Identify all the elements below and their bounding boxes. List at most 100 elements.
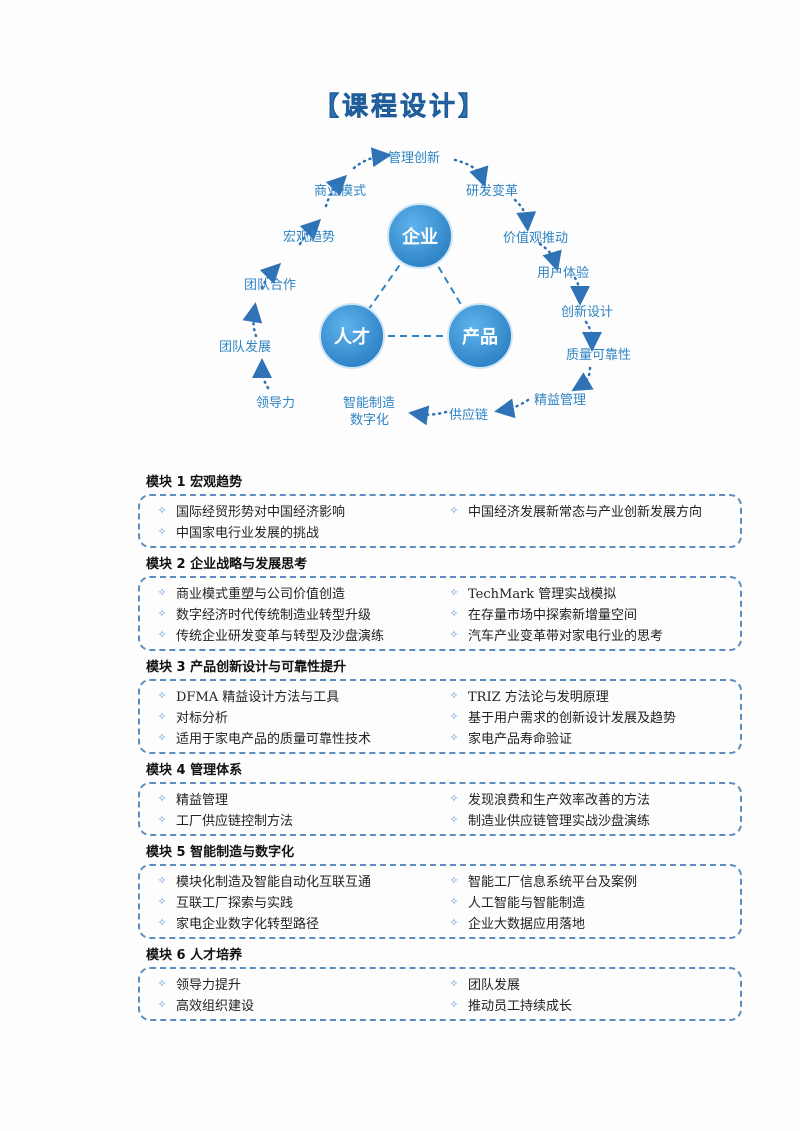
- arrow-2: [513, 198, 537, 232]
- arrow-11: [259, 262, 282, 290]
- star-bullet-icon: ✧: [449, 628, 459, 641]
- list-item: ✧中国家电行业发展的挑战: [148, 521, 440, 542]
- star-bullet-icon: ✧: [157, 525, 167, 538]
- module-section: 模块 2 企业战略与发展思考✧商业模式重塑与公司价值创造✧TechMark 管理…: [138, 554, 742, 651]
- module-box: ✧模块化制造及智能自动化互联互通✧智能工厂信息系统平台及案例✧互联工厂探索与实践…: [138, 864, 742, 939]
- star-bullet-icon: ✧: [157, 895, 167, 908]
- node-product-label: 产品: [462, 327, 498, 348]
- star-bullet-icon: ✧: [157, 731, 167, 744]
- cycle-label: 创新设计: [561, 305, 614, 320]
- module-section: 模块 5 智能制造与数字化✧模块化制造及智能自动化互联互通✧智能工厂信息系统平台…: [138, 842, 742, 939]
- list-item-text: 智能工厂信息系统平台及案例: [468, 875, 638, 890]
- list-item: ✧ 工厂供应链控制方法: [148, 809, 440, 830]
- list-item: ✧ 在存量市场中探索新增量空间: [440, 603, 732, 624]
- list-item: ✧ 人工智能与智能制造: [440, 891, 732, 912]
- list-item-text: TRIZ 方法论与发明原理: [468, 690, 609, 705]
- star-bullet-icon: ✧: [157, 710, 167, 723]
- module-items: ✧国际经贸形势对中国经济影响✧中国经济发展新常态与产业创新发展方向✧中国家电行业…: [148, 500, 732, 542]
- module-box: ✧国际经贸形势对中国经济影响✧中国经济发展新常态与产业创新发展方向✧中国家电行业…: [138, 494, 742, 548]
- module-title: 模块 2 企业战略与发展思考: [146, 557, 308, 572]
- star-bullet-icon: ✧: [449, 607, 459, 620]
- list-item: ✧团队发展: [440, 973, 732, 994]
- list-item: ✧智能工厂信息系统平台及案例: [440, 870, 732, 891]
- list-item: ✧模块化制造及智能自动化互联互通: [148, 870, 440, 891]
- list-item: ✧数字经济时代传统制造业转型升级: [148, 603, 440, 624]
- list-item-text: 基于用户需求的创新设计发展及趋势: [468, 711, 677, 726]
- module-section: 模块 4 管理体系✧精益管理✧发现浪费和生产效率改善的方法✧工厂供应链控制方法✧…: [138, 760, 742, 836]
- module-section: 模块 3 产品创新设计与可靠性提升✧DFMA 精益设计方法与工具✧TRIZ 方法…: [138, 657, 742, 754]
- cycle-label: 精益管理: [534, 393, 587, 408]
- arrow-10: [242, 302, 263, 338]
- cycle-label: 质量可靠性: [566, 348, 632, 363]
- list-item-text: 中国经济发展新常态与产业创新发展方向: [468, 505, 703, 520]
- cycle-label: 数字化: [350, 413, 390, 428]
- cycle-label: 供应链: [449, 408, 489, 423]
- cycle-label: 管理创新: [388, 151, 441, 166]
- list-item-text: 对标分析: [176, 711, 229, 726]
- star-bullet-icon: ✧: [157, 607, 167, 620]
- module-box: ✧精益管理✧发现浪费和生产效率改善的方法✧工厂供应链控制方法✧制造业供应链管理实…: [138, 782, 742, 836]
- cycle-label: 商业模式: [314, 184, 367, 199]
- star-bullet-icon: ✧: [157, 586, 167, 599]
- node-enterprise-circle: [387, 203, 453, 269]
- star-bullet-icon: ✧: [157, 916, 167, 929]
- list-item: ✧DFMA 精益设计方法与工具: [148, 685, 440, 706]
- list-item-text: 发现浪费和生产效率改善的方法: [468, 793, 651, 808]
- page-title: 【课程设计】: [312, 92, 487, 123]
- module-box: ✧商业模式重塑与公司价值创造✧TechMark 管理实战模拟✧数字经济时代传统制…: [138, 576, 742, 651]
- star-bullet-icon: ✧: [449, 895, 459, 908]
- list-item-text: 商业模式重塑与公司价值创造: [176, 587, 346, 602]
- cycle-label: 用户体验: [537, 266, 590, 281]
- list-item-text: 在存量市场中探索新增量空间: [468, 608, 638, 623]
- list-item-text: 企业大数据应用落地: [468, 917, 586, 932]
- list-item: ✧ 商业模式重塑与公司价值创造: [148, 582, 440, 603]
- star-bullet-icon: ✧: [449, 689, 459, 702]
- star-bullet-icon: ✧: [449, 710, 459, 723]
- module-box: ✧领导力提升✧团队发展✧高效组织建设✧推动员工持续成长: [138, 967, 742, 1021]
- cycle-label: 团队发展: [219, 340, 272, 355]
- list-item: ✧ 传统企业研发变革与转型及沙盘演练: [148, 624, 440, 645]
- list-item-text: 模块化制造及智能自动化互联互通: [176, 875, 372, 890]
- list-item-text: 国际经贸形势对中国经济影响: [176, 505, 346, 520]
- list-item-text: 互联工厂探索与实践: [176, 896, 294, 911]
- list-item-text: 人工智能与智能制造: [468, 896, 586, 911]
- arrow-6: [571, 366, 594, 392]
- list-item: ✧TechMark 管理实战模拟: [440, 582, 732, 603]
- list-item: ✧国际经贸形势对中国经济影响: [148, 500, 440, 521]
- star-bullet-icon: ✧: [157, 628, 167, 641]
- cycle-label: 宏观趋势: [283, 230, 336, 245]
- list-item-text: 精益管理: [176, 793, 229, 808]
- star-bullet-icon: ✧: [157, 689, 167, 702]
- list-item-text: 团队发展: [468, 978, 521, 993]
- star-bullet-icon: ✧: [157, 792, 167, 805]
- module-title: 模块 5 智能制造与数字化: [146, 845, 295, 860]
- list-item-text: 领导力提升: [176, 978, 242, 993]
- module-items: ✧领导力提升✧团队发展✧高效组织建设✧推动员工持续成长: [148, 973, 732, 1015]
- star-bullet-icon: ✧: [157, 977, 167, 990]
- list-item-text: TechMark 管理实战模拟: [468, 587, 617, 602]
- list-item: ✧ 基于用户需求的创新设计发展及趋势: [440, 706, 732, 727]
- arrow-1: [453, 158, 489, 188]
- arrow-12: [298, 218, 322, 246]
- node-enterprise-label: 企业: [402, 227, 438, 248]
- cycle-label: 智能制造: [343, 396, 396, 411]
- list-item-text: 工厂供应链控制方法: [176, 814, 294, 829]
- list-item-text: 制造业供应链管理实战沙盘演练: [468, 814, 651, 829]
- list-item: ✧家电产品寿命验证: [440, 727, 732, 748]
- course-cycle-diagram: 企业 人才 产品 管理创新 研发变革 价值观推动 用户体验 创新设计 质量可靠性…: [0, 140, 800, 440]
- module-items: ✧DFMA 精益设计方法与工具✧TRIZ 方法论与发明原理✧对标分析✧基于用户需…: [148, 685, 732, 748]
- node-product-circle: [447, 303, 513, 369]
- list-item: ✧ TRIZ 方法论与发明原理: [440, 685, 732, 706]
- star-bullet-icon: ✧: [157, 813, 167, 826]
- star-bullet-icon: ✧: [157, 998, 167, 1011]
- star-bullet-icon: ✧: [449, 504, 459, 517]
- arrow-3: [538, 242, 562, 272]
- list-item: ✧ 对标分析: [148, 706, 440, 727]
- list-item-text: 传统企业研发变革与转型及沙盘演练: [176, 629, 385, 644]
- list-item-text: 家电产品寿命验证: [468, 732, 573, 747]
- cycle-label: 价值观推动: [503, 231, 569, 246]
- node-talent-label: 人才: [334, 327, 370, 348]
- module-title: 模块 3 产品创新设计与可靠性提升: [146, 660, 347, 675]
- node-talent-circle: [319, 303, 385, 369]
- list-item: ✧ 中国经济发展新常态与产业创新发展方向: [440, 500, 732, 521]
